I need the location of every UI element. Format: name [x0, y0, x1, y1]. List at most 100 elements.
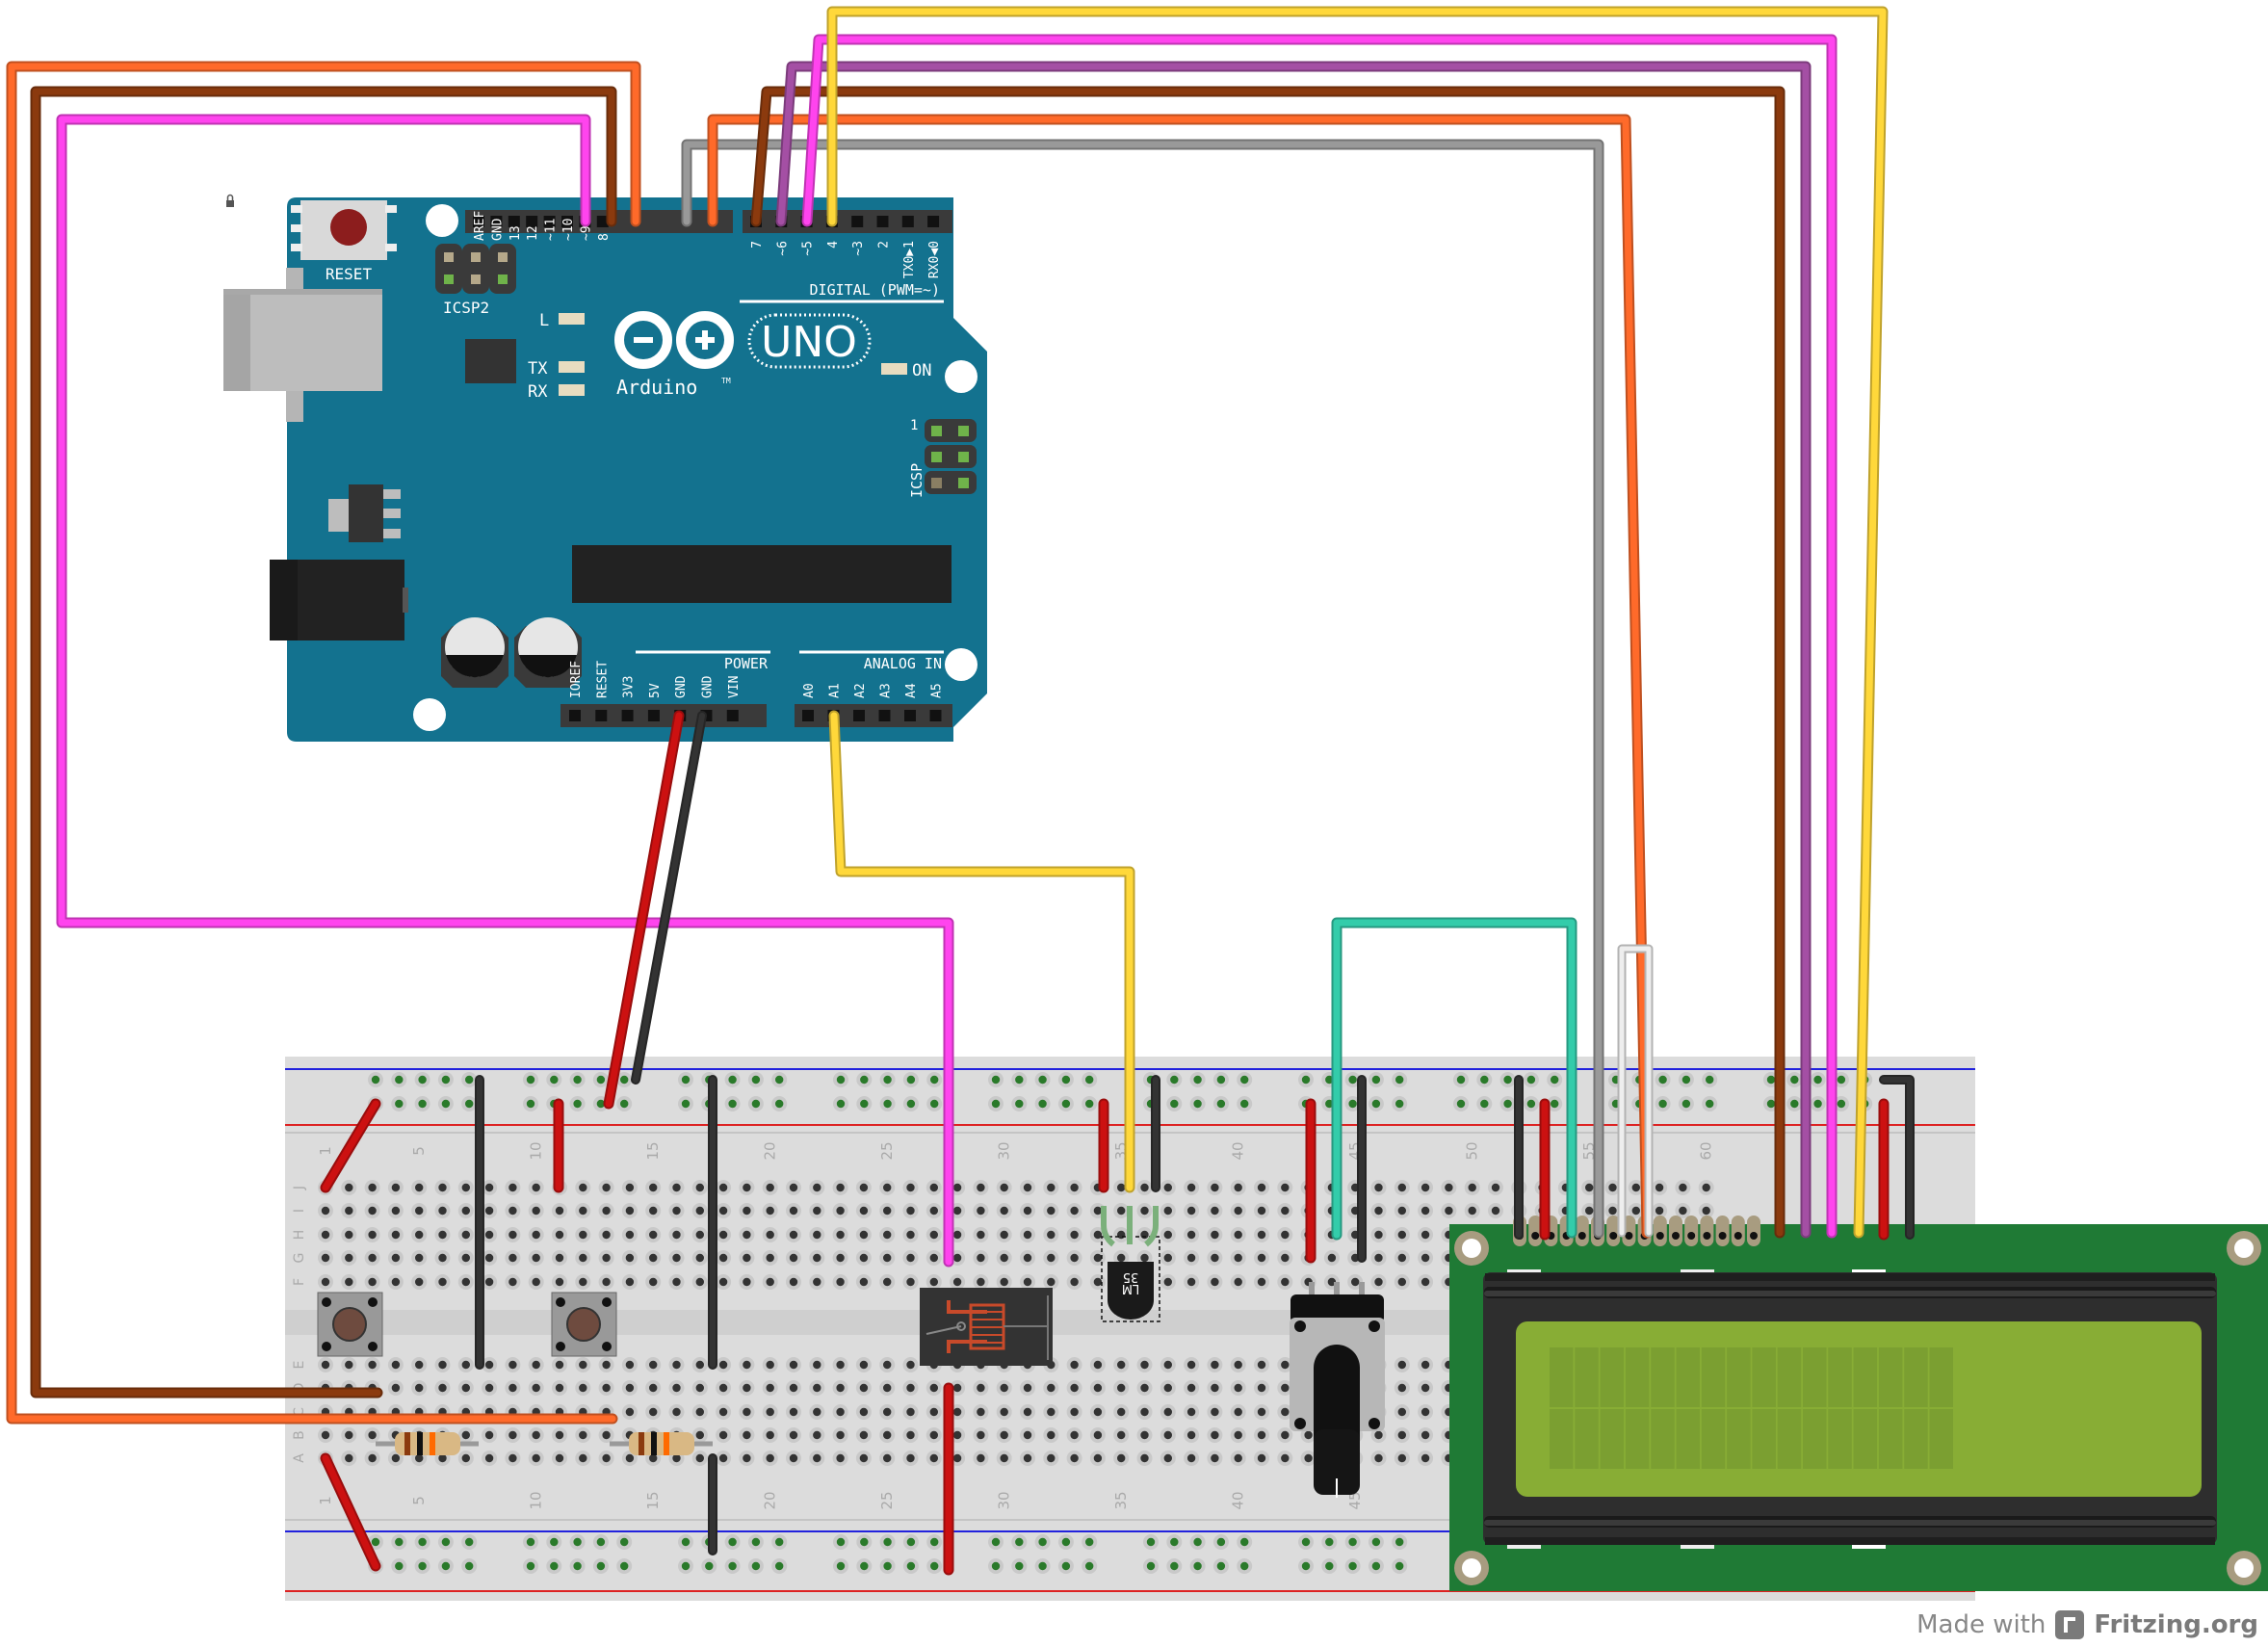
- breadboard-hole[interactable]: [859, 1206, 869, 1216]
- breadboard-hole[interactable]: [743, 1453, 751, 1463]
- breadboard-hole[interactable]: [1061, 1075, 1071, 1085]
- breadboard-hole[interactable]: [695, 1453, 704, 1463]
- header-pin[interactable]: [621, 710, 634, 721]
- breadboard-hole[interactable]: [977, 1407, 985, 1417]
- breadboard-hole[interactable]: [1397, 1407, 1407, 1417]
- breadboard-hole[interactable]: [1421, 1230, 1430, 1240]
- breadboard-hole[interactable]: [579, 1206, 587, 1216]
- wire-pin11-orange[interactable]: [6, 61, 641, 1425]
- breadboard-hole[interactable]: [1061, 1099, 1071, 1109]
- breadboard-hole[interactable]: [1000, 1407, 1008, 1417]
- breadboard-hole[interactable]: [906, 1537, 916, 1547]
- breadboard-hole[interactable]: [813, 1277, 821, 1287]
- breadboard-hole[interactable]: [1093, 1383, 1103, 1393]
- breadboard-hole[interactable]: [1211, 1407, 1219, 1417]
- breadboard-hole[interactable]: [1257, 1360, 1266, 1370]
- breadboard-hole[interactable]: [1706, 1075, 1714, 1085]
- breadboard-hole[interactable]: [859, 1383, 869, 1393]
- breadboard-hole[interactable]: [1257, 1383, 1266, 1393]
- breadboard-hole[interactable]: [1371, 1537, 1381, 1547]
- breadboard-hole[interactable]: [321, 1360, 330, 1370]
- breadboard-hole[interactable]: [1015, 1075, 1024, 1085]
- breadboard-hole[interactable]: [579, 1453, 587, 1463]
- breadboard-hole[interactable]: [625, 1206, 635, 1216]
- breadboard-hole[interactable]: [1631, 1183, 1641, 1192]
- breadboard-hole[interactable]: [438, 1253, 447, 1263]
- breadboard-hole[interactable]: [465, 1075, 474, 1085]
- breadboard-hole[interactable]: [789, 1253, 798, 1263]
- breadboard-hole[interactable]: [1766, 1099, 1776, 1109]
- wire-pin4-yellow[interactable]: [826, 6, 1889, 1239]
- breadboard-hole[interactable]: [368, 1360, 377, 1370]
- breadboard-hole[interactable]: [620, 1099, 629, 1109]
- breadboard-hole[interactable]: [743, 1183, 751, 1192]
- breadboard-hole[interactable]: [813, 1407, 821, 1417]
- breadboard-hole[interactable]: [368, 1183, 377, 1192]
- potentiometer[interactable]: [1290, 1282, 1385, 1498]
- breadboard-hole[interactable]: [1655, 1183, 1664, 1192]
- breadboard-hole[interactable]: [766, 1183, 774, 1192]
- breadboard-hole[interactable]: [859, 1230, 869, 1240]
- breadboard-hole[interactable]: [602, 1383, 611, 1393]
- breadboard-hole[interactable]: [461, 1430, 470, 1440]
- breadboard-hole[interactable]: [1397, 1383, 1407, 1393]
- breadboard-hole[interactable]: [625, 1277, 635, 1287]
- breadboard-hole[interactable]: [1070, 1430, 1079, 1440]
- breadboard-hole[interactable]: [930, 1075, 939, 1085]
- wire-pin8-orange[interactable]: [707, 114, 1653, 1239]
- breadboard-hole[interactable]: [1085, 1075, 1094, 1085]
- temperature-sensor-lm35[interactable]: 35 LM: [1101, 1206, 1160, 1322]
- breadboard-hole[interactable]: [1140, 1360, 1149, 1370]
- breadboard-hole[interactable]: [1234, 1383, 1242, 1393]
- header-pin[interactable]: [927, 216, 940, 227]
- breadboard-hole[interactable]: [728, 1075, 737, 1085]
- breadboard-hole[interactable]: [743, 1230, 751, 1240]
- breadboard-hole[interactable]: [1257, 1453, 1266, 1463]
- resistor-1[interactable]: [376, 1432, 479, 1455]
- fritzing-brand-link[interactable]: Fritzing.org: [2094, 1610, 2258, 1639]
- breadboard-hole[interactable]: [1070, 1360, 1079, 1370]
- breadboard-hole[interactable]: [532, 1230, 540, 1240]
- breadboard-hole[interactable]: [1658, 1075, 1667, 1085]
- breadboard-hole[interactable]: [1491, 1183, 1500, 1192]
- breadboard-hole[interactable]: [1706, 1099, 1714, 1109]
- breadboard-hole[interactable]: [1371, 1075, 1381, 1085]
- breadboard-hole[interactable]: [1240, 1099, 1249, 1109]
- breadboard-hole[interactable]: [550, 1075, 559, 1085]
- breadboard-hole[interactable]: [532, 1253, 540, 1263]
- breadboard-hole[interactable]: [526, 1075, 535, 1085]
- breadboard-hole[interactable]: [1395, 1099, 1404, 1109]
- breadboard-hole[interactable]: [1445, 1206, 1453, 1216]
- breadboard-hole[interactable]: [625, 1360, 635, 1370]
- breadboard-hole[interactable]: [1234, 1360, 1242, 1370]
- breadboard-hole[interactable]: [766, 1430, 774, 1440]
- breadboard-hole[interactable]: [1456, 1099, 1466, 1109]
- breadboard-hole[interactable]: [883, 1360, 892, 1370]
- breadboard-hole[interactable]: [766, 1253, 774, 1263]
- breadboard-hole[interactable]: [1655, 1206, 1664, 1216]
- breadboard-hole[interactable]: [1234, 1183, 1242, 1192]
- breadboard-hole[interactable]: [1117, 1230, 1126, 1240]
- breadboard-hole[interactable]: [1240, 1561, 1249, 1571]
- breadboard-hole[interactable]: [952, 1277, 962, 1287]
- breadboard-hole[interactable]: [859, 1277, 869, 1287]
- breadboard-hole[interactable]: [345, 1230, 353, 1240]
- breadboard-hole[interactable]: [766, 1206, 774, 1216]
- breadboard-hole[interactable]: [441, 1075, 451, 1085]
- breadboard-hole[interactable]: [1038, 1537, 1047, 1547]
- breadboard-hole[interactable]: [1325, 1075, 1334, 1085]
- breadboard-hole[interactable]: [1281, 1360, 1290, 1370]
- breadboard-hole[interactable]: [418, 1075, 427, 1085]
- breadboard-hole[interactable]: [1608, 1183, 1617, 1192]
- breadboard-hole[interactable]: [1186, 1360, 1196, 1370]
- wire-pin6-purple[interactable]: [775, 61, 1812, 1239]
- breadboard-hole[interactable]: [391, 1206, 401, 1216]
- header-pin[interactable]: [596, 216, 609, 227]
- breadboard-hole[interactable]: [526, 1561, 535, 1571]
- breadboard-hole[interactable]: [649, 1407, 658, 1417]
- breadboard-hole[interactable]: [977, 1383, 985, 1393]
- breadboard-hole[interactable]: [836, 1360, 845, 1370]
- breadboard-hole[interactable]: [789, 1277, 798, 1287]
- breadboard-hole[interactable]: [1015, 1561, 1024, 1571]
- breadboard-hole[interactable]: [1304, 1430, 1313, 1440]
